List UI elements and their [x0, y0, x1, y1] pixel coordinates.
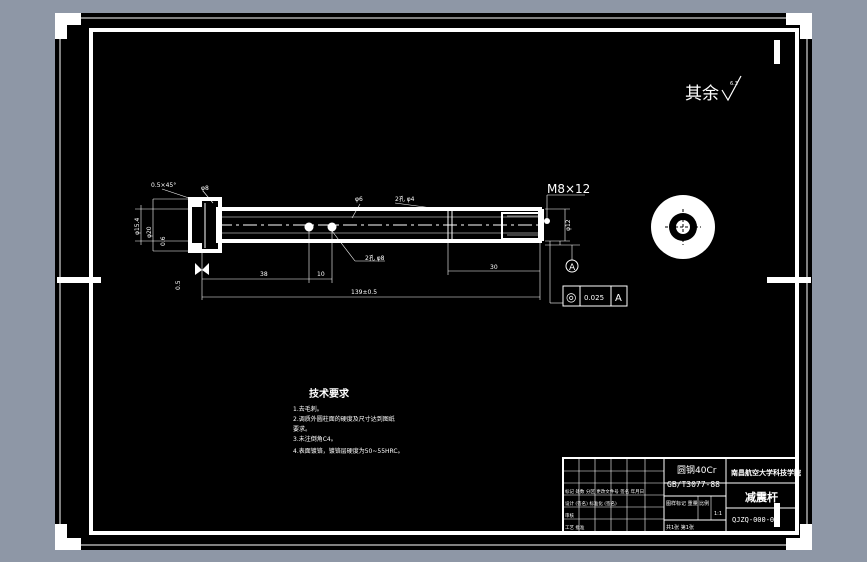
tb-left-row-3: 审核: [565, 512, 574, 519]
technical-drawing: 其余 6.3: [55, 13, 812, 550]
notes-line-5: 4.表面镀铬，镀铬层硬度为50~55HRC。: [293, 447, 404, 455]
dimension-lines: [135, 188, 585, 304]
dim-30: 30: [490, 264, 498, 271]
drawing-canvas: 其余 6.3: [55, 13, 812, 550]
notes-line-2: 2.调质外圆柱面的硬度及尺寸达到图纸: [293, 415, 395, 423]
shaft-part: [188, 197, 550, 253]
notes-title: 技术要求: [309, 387, 350, 400]
surface-note: 其余: [685, 84, 719, 104]
tb-part-name: 减震杆: [745, 490, 778, 504]
title-block: 圆钢40Cr GB/T3077-88 南昌航空大学科技学院 减震杆 QJZQ-0…: [562, 457, 801, 534]
callout-thread: M8×12: [547, 182, 590, 196]
gdt-value: 0.025: [584, 294, 604, 302]
dim-38: 38: [260, 271, 268, 278]
dim-left-dia-b: φ20: [146, 226, 153, 238]
tb-left-row-4: 工艺 批准: [565, 524, 585, 531]
callout-hole-bottom: 2孔 φ8: [365, 254, 385, 262]
corner-mark-br: [786, 524, 812, 550]
dim-bottom: 0.5: [175, 280, 182, 290]
roughness-symbol: [721, 75, 742, 102]
tb-left-row-1: 标记 处数 分区 更改文件号 签名 年月日: [565, 488, 644, 495]
gdt-symbol: ◎: [566, 290, 576, 304]
dim-left-dia-a: φ15.4: [134, 218, 141, 236]
dim-total-length: 139±0.5: [351, 289, 377, 296]
center-mark-left: [57, 277, 101, 283]
end-view: [651, 195, 715, 259]
center-mark-right: [767, 277, 811, 283]
datum-marker-label: A: [569, 263, 576, 273]
callout-tol-small: 0.6: [160, 236, 167, 246]
corner-mark-tr: [786, 13, 812, 39]
gdt-datum: A: [615, 293, 622, 304]
callout-phi6: φ6: [355, 196, 363, 203]
gdt-frame: ◎ 0.025 A: [562, 285, 628, 307]
surface-value: 6.3: [730, 81, 738, 87]
datum-marker: [565, 259, 579, 273]
callout-chamfer: 0.5×45°: [151, 182, 176, 189]
notes-line-4: 3.未注倒角C4。: [293, 435, 337, 443]
tb-standard: GB/T3077-88: [667, 480, 720, 489]
notes-line-3: 要求。: [293, 425, 311, 433]
center-mark-top: [774, 40, 780, 64]
notes-line-1: 1.去毛刺。: [293, 405, 323, 413]
corner-mark-bl: [55, 524, 81, 550]
center-mark-bottom: [774, 503, 780, 527]
dim-right-dia: φ12: [565, 219, 572, 231]
callout-phi8: φ8: [201, 185, 209, 192]
tb-material: 圆钢40Cr: [677, 464, 717, 476]
callout-depth-hole: 2孔 φ4: [395, 195, 415, 203]
tech-notes: 技术要求 1.去毛刺。 2.调质外圆柱面的硬度及尺寸达到图纸 要求。 3.未注倒…: [293, 387, 404, 455]
tb-left-row-2: 设计 (签名) 标准化 (签名): [565, 500, 617, 507]
tb-drawing-no: QJZQ-000-04: [732, 516, 778, 524]
corner-mark-tl: [55, 13, 81, 39]
tb-school: 南昌航空大学科技学院: [731, 468, 801, 477]
tb-row-labels: 图样标记 重量 比例: [666, 500, 709, 507]
tb-sheet: 共1张 第1张: [666, 524, 694, 531]
tb-scale: 1:1: [714, 511, 722, 517]
dim-10: 10: [317, 271, 325, 278]
